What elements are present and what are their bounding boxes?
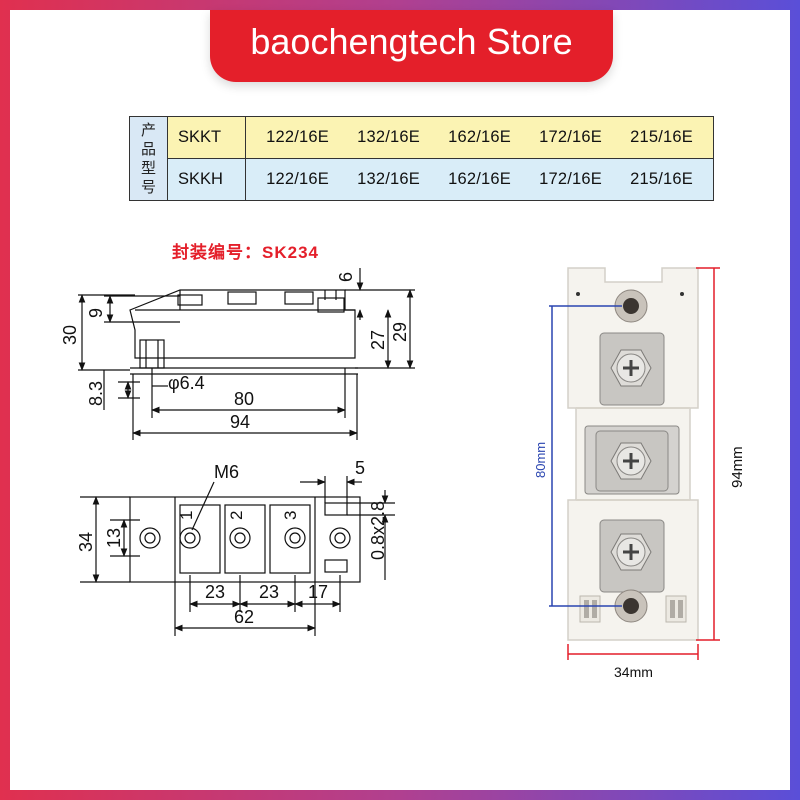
photo-height-label: 80mm <box>533 442 548 478</box>
store-banner: baochengtech Store <box>210 10 613 82</box>
dim-13: 13 <box>104 528 124 548</box>
dim-0-8x2-8: 0.8x2.8 <box>368 501 388 560</box>
model-code: 122/16E <box>266 127 329 146</box>
label-char: 品 <box>140 140 156 158</box>
label-char: 号 <box>140 178 156 196</box>
photo-width-label: 34mm <box>614 664 653 680</box>
model-table: 产 品 型 号 SKKT 122/16E 132/16E 162/16E 172… <box>129 116 714 201</box>
terminal-3: 3 <box>281 511 300 520</box>
product-image-frame: baochengtech Store 产 品 型 号 SKKT 122/16E … <box>10 10 790 790</box>
model-code: 172/16E <box>539 127 602 146</box>
dim-23-b: 23 <box>259 582 279 602</box>
model-row-skkh: SKKH 122/16E 132/16E 162/16E 172/16E 215… <box>168 158 713 200</box>
dimension-drawing: 6 9 30 27 29 8.3 φ6.4 80 94 M6 5 34 13 0… <box>60 268 415 636</box>
dim-23-a: 23 <box>205 582 225 602</box>
photo-total-label: 94mm <box>729 446 746 488</box>
model-code: 172/16E <box>539 169 602 188</box>
dim-9: 9 <box>86 308 106 318</box>
dim-17: 17 <box>308 582 328 602</box>
label-char: 产 <box>140 121 156 139</box>
top-view <box>80 476 395 636</box>
model-code: 215/16E <box>630 169 693 188</box>
dim-80: 80 <box>234 389 254 409</box>
model-code: 215/16E <box>630 127 693 146</box>
dim-27: 27 <box>368 330 388 350</box>
model-row-skkt: SKKT 122/16E 132/16E 162/16E 172/16E 215… <box>168 117 713 159</box>
dim-6: 6 <box>336 272 356 282</box>
model-code: 162/16E <box>448 127 511 146</box>
terminal-1: 1 <box>177 511 196 520</box>
series-name: SKKT <box>168 117 246 158</box>
package-title: 封装编号：SK234 <box>172 243 319 262</box>
label-char: 型 <box>140 159 156 177</box>
dim-5: 5 <box>355 458 365 478</box>
series-name: SKKH <box>168 158 246 200</box>
model-code: 132/16E <box>357 127 420 146</box>
dim-94: 94 <box>230 412 250 432</box>
model-code: 132/16E <box>357 169 420 188</box>
dim-29: 29 <box>390 322 410 342</box>
model-code: 122/16E <box>266 169 329 188</box>
dim-8-3: 8.3 <box>86 381 106 406</box>
dim-m6: M6 <box>214 462 239 482</box>
model-label: 产 品 型 号 <box>130 117 168 200</box>
terminal-2: 2 <box>227 511 246 520</box>
model-code: 162/16E <box>448 169 511 188</box>
dim-34: 34 <box>76 532 96 552</box>
side-view <box>78 268 415 440</box>
dim-30: 30 <box>60 325 80 345</box>
product-photo: 80mm 94mm 34mm <box>533 267 746 680</box>
dim-62: 62 <box>234 607 254 627</box>
dim-phi: φ6.4 <box>168 373 205 393</box>
